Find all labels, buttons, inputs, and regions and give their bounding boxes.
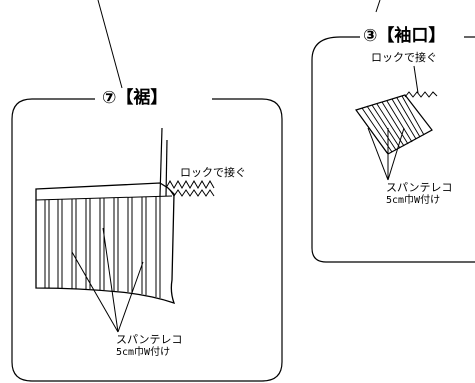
hem-panel-frame	[11, 98, 283, 382]
cuff-tape-line2: 5cm巾W付け	[386, 195, 441, 206]
cuff-overlock-stitch	[404, 91, 438, 98]
hem-leader-line	[97, 0, 123, 89]
cuff-rib-band	[355, 94, 433, 155]
hem-lock-note: ロックで接ぐ	[180, 166, 246, 179]
hem-overlock-stitch-2	[169, 189, 215, 197]
cuff-tape-callout	[367, 127, 405, 181]
hem-overlock-stitch	[165, 179, 215, 190]
cuff-lock-note: ロックで接ぐ	[371, 51, 437, 64]
cuff-tape-line1: スパンテレコ	[386, 181, 453, 194]
hem-rib-band	[35, 127, 176, 305]
hem-tape-line2: 5cm巾W付け	[116, 347, 171, 358]
cuff-panel-frame	[311, 36, 475, 263]
hem-tape-line1: スパンテレコ	[116, 333, 183, 346]
cuff-lock-callout	[413, 65, 419, 94]
cuff-leader-line	[375, 0, 381, 13]
hem-tape-callout	[71, 227, 144, 333]
hem-title: ⑦【裾】	[102, 88, 168, 108]
cuff-title: ③【袖口】	[363, 26, 446, 46]
